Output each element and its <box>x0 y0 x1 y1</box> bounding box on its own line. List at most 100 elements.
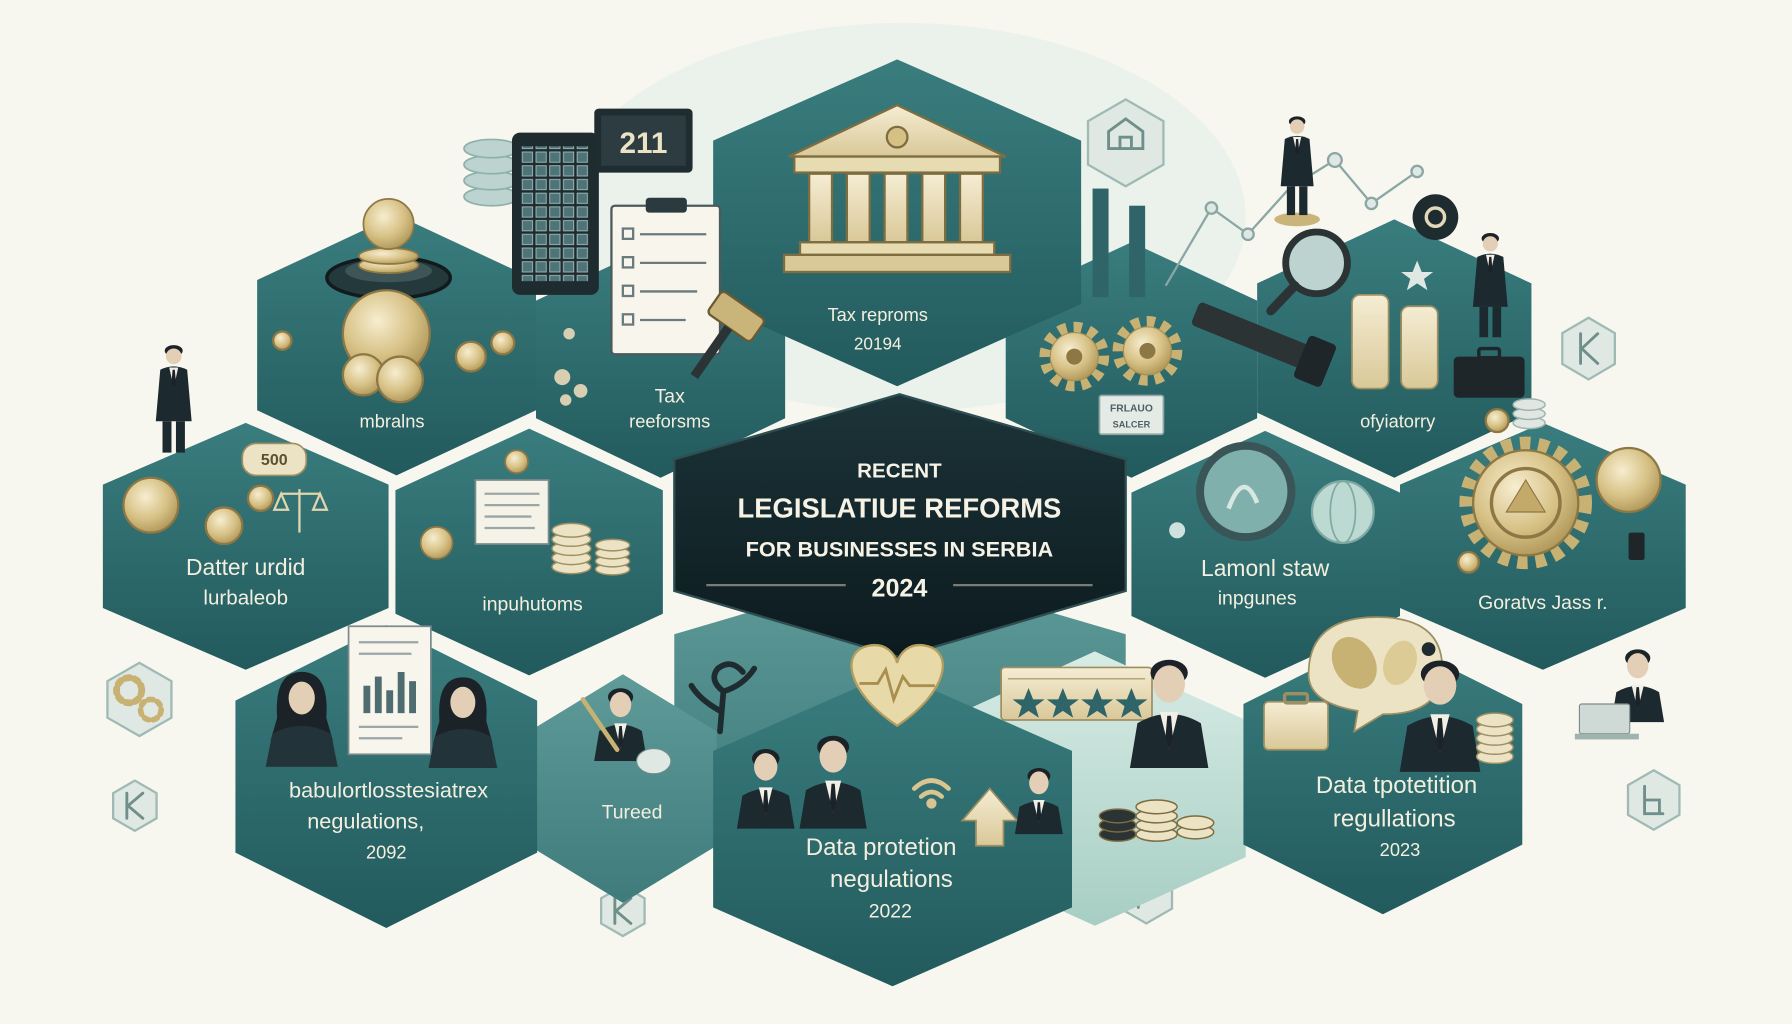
bar-chart-icon-part <box>1129 205 1146 298</box>
briefcase-icon <box>1263 691 1329 751</box>
hex-label-data-2022-1: Data protetion <box>806 834 957 861</box>
document-icon-part <box>474 479 550 545</box>
coin-stack-icon-part <box>551 522 592 538</box>
report-document-icon-part <box>363 672 416 714</box>
hex-label-tureed: Tureed <box>602 801 663 823</box>
briefcase-icon-part <box>1477 346 1502 360</box>
medal-icon-part <box>1459 436 1592 570</box>
house-icon <box>1107 117 1145 150</box>
document-icon-part <box>484 492 540 530</box>
briefcase-icon-part <box>1263 700 1329 751</box>
palette-icon-part <box>580 697 620 752</box>
heart-pulse-icon <box>850 643 944 728</box>
speech-bubble-icon-part <box>1331 636 1377 689</box>
courthouse-icon-part <box>782 253 1012 274</box>
coin-stack-icon <box>1475 712 1514 765</box>
heart-pulse-icon-part <box>850 643 944 728</box>
gear-icon-part <box>1039 321 1110 392</box>
calendar-number: 211 <box>619 127 667 160</box>
clock-icon <box>1412 194 1459 240</box>
k-glyph-icon <box>1579 332 1600 365</box>
coin-stack-icon-part <box>594 538 631 552</box>
courthouse-icon-part <box>921 172 947 244</box>
coin-icon-part <box>272 330 293 351</box>
price-tag-icon: 500 <box>241 442 308 477</box>
report-document-icon <box>347 625 432 756</box>
hex-label-datter-1: Datter urdid <box>186 554 305 580</box>
jar-icon-part <box>1400 305 1439 390</box>
line-chart-icon-part-part <box>1241 227 1255 242</box>
hex-label-inpuhutoms: inpuhutoms <box>482 593 582 615</box>
hex-label-tax-top-2: 20194 <box>854 334 902 354</box>
coin-stack-icon <box>1098 799 1215 842</box>
hex-label-babulort-3: 2092 <box>366 841 407 862</box>
k-glyph-icon <box>613 896 633 925</box>
hex-label-ofyiatorry: ofyiatorry <box>1360 410 1436 431</box>
hex-label-goratvs: Goratvs Jass r. <box>1478 592 1607 614</box>
arrow-icon <box>960 787 1020 847</box>
coin-stack-icon-part <box>362 198 415 250</box>
hex-label-mbralns: mbralns <box>360 410 425 431</box>
plaque-text-2: SALCER <box>1113 419 1151 429</box>
line-chart-icon-part-part <box>1410 164 1424 179</box>
courthouse-icon-part <box>845 172 871 244</box>
line-chart-icon-part-part <box>1326 152 1343 168</box>
report-document-icon-part-part <box>386 690 394 714</box>
clipboard-icon-part <box>621 227 707 326</box>
laptop-icon <box>1574 703 1639 740</box>
coin-icon-part <box>419 525 454 560</box>
calendar-icon: 211 <box>594 108 693 173</box>
document-icon <box>474 479 550 545</box>
magnifier-icon-part <box>1266 281 1300 316</box>
star-rating-icon-part <box>1000 666 1153 721</box>
courthouse-icon-part <box>958 172 984 244</box>
report-document-icon-part <box>358 725 419 740</box>
page-title-line-1: RECENT <box>857 460 942 483</box>
medal-icon-part <box>1505 478 1547 513</box>
briefcase-icon-part <box>1282 691 1310 705</box>
coin-icon-part <box>204 506 244 546</box>
clipboard-icon-part-part <box>621 256 635 269</box>
gavel-icon-part <box>1191 302 1326 375</box>
hex-tile-inpuhutoms <box>395 428 663 676</box>
price-tag-text: 500 <box>261 452 288 469</box>
magnifier-icon <box>1195 441 1296 542</box>
courthouse-icon-part <box>793 155 1002 174</box>
molecule-icon-part <box>573 384 588 398</box>
hex-label-data-2023-1: Data tpotetition <box>1316 772 1477 799</box>
magnifier-icon-part <box>1195 441 1296 542</box>
gavel-icon-part <box>690 325 733 379</box>
clipboard-icon <box>610 197 722 356</box>
coin-icon-part <box>122 476 180 534</box>
hex-label-datter-2: lurbaleob <box>203 587 288 610</box>
gear-icon-part <box>1066 348 1083 365</box>
bubble-icon <box>1169 522 1186 539</box>
medal-icon <box>1459 436 1592 570</box>
star-rating-icon-part-part <box>1081 688 1114 718</box>
coin-icon <box>122 476 275 546</box>
jar-icon <box>1351 294 1439 390</box>
hex-label-tax-left-1: Tax <box>655 385 685 407</box>
coin-stack-icon-part <box>1135 799 1178 815</box>
coin-stack-icon-part <box>358 247 420 265</box>
disk-stack-icon <box>463 138 520 207</box>
clock-icon-part <box>1412 194 1459 240</box>
molecule-icon-part <box>560 394 572 406</box>
report-document-icon-part <box>358 641 419 655</box>
briefcase-icon-part <box>1453 356 1525 398</box>
bar-chart-icon <box>1092 188 1146 298</box>
magnifier-icon <box>1266 228 1351 316</box>
speech-bubble-icon-part <box>1383 640 1417 686</box>
clipboard-icon-part <box>645 197 687 213</box>
jar-icon-part <box>1351 294 1390 390</box>
briefcase-icon <box>1453 346 1525 398</box>
coin-icon-part <box>504 449 529 474</box>
line-chart-icon-part <box>1204 152 1424 242</box>
gavel-icon <box>690 290 765 379</box>
hex-tile-datter <box>102 422 389 670</box>
pedestal-icon <box>1274 212 1320 227</box>
coin-stack-icon <box>551 522 631 576</box>
coin-stack-icon-part <box>1098 808 1137 824</box>
hex-tile-data-2022 <box>713 672 1072 987</box>
calendar-icon-part <box>601 115 686 166</box>
